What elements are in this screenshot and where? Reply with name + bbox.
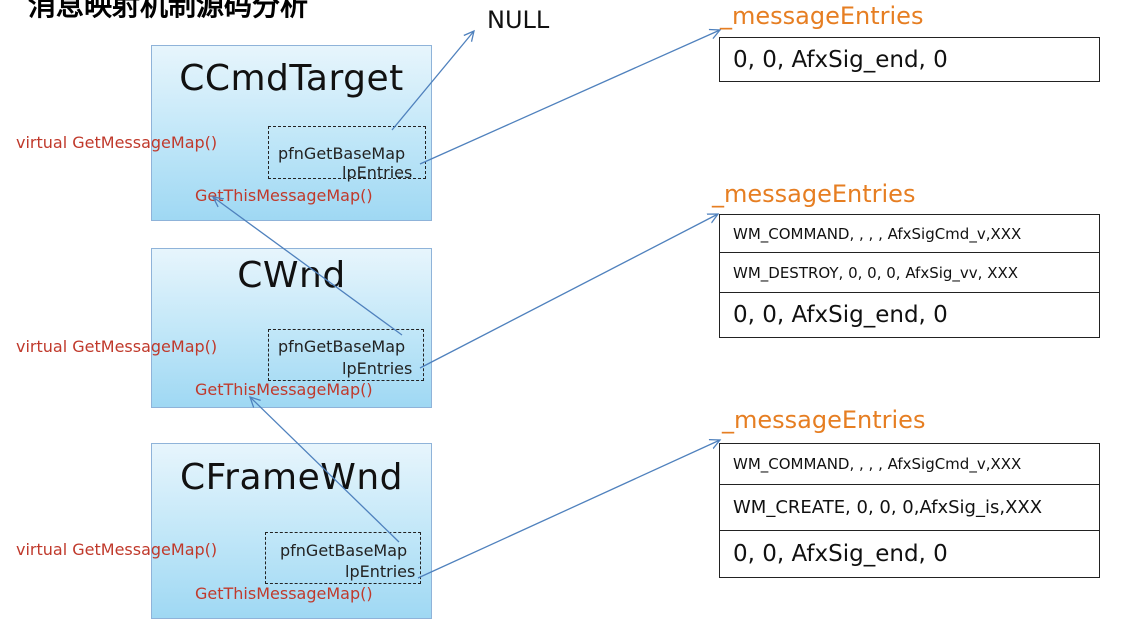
class-name: CFrameWnd [179, 457, 404, 498]
get-this-message-map: GetThisMessageMap() [195, 186, 373, 205]
field-lpentries: lpEntries [342, 359, 413, 378]
field-pfngetbasemap: pfnGetBaseMap [280, 541, 408, 560]
message-entries-table: 0, 0, AfxSig_end, 0 [719, 37, 1100, 82]
table-row: WM_CREATE, 0, 0, 0,AfxSig_is,XXX [720, 485, 1099, 531]
get-this-message-map: GetThisMessageMap() [195, 380, 373, 399]
table-row: WM_DESTROY, 0, 0, 0, AfxSig_vv, XXX [720, 253, 1099, 293]
entries-label: _messageEntries [712, 180, 916, 208]
arrow-cwnd-base [213, 197, 403, 336]
message-entries-table: WM_COMMAND, , , , AfxSigCmd_v,XXX WM_CRE… [719, 443, 1100, 578]
get-this-message-map: GetThisMessageMap() [195, 584, 373, 603]
table-row: 0, 0, AfxSig_end, 0 [733, 46, 948, 73]
table-row: WM_COMMAND, , , , AfxSigCmd_v,XXX [720, 215, 1099, 253]
field-lpentries: lpEntries [342, 163, 413, 182]
arrow-cframewnd-base [250, 397, 400, 543]
struct-dashed-box [268, 329, 424, 381]
table-row: 0, 0, AfxSig_end, 0 [733, 302, 948, 328]
struct-dashed-box [268, 126, 426, 179]
arrow-entries-table-1 [419, 30, 720, 165]
table-row: WM_COMMAND, , , , AfxSigCmd_v,XXX [720, 444, 1099, 485]
table-row: 0, 0, AfxSig_end, 0 [733, 541, 948, 567]
class-box-ccmdtarget: CCmdTarget pfnGetBaseMap lpEntries GetTh… [151, 45, 432, 221]
class-name: CCmdTarget [179, 58, 404, 99]
entries-label: _messageEntries [722, 406, 926, 434]
class-name: CWnd [237, 255, 346, 296]
entries-label: _messageEntries [720, 2, 924, 30]
arrow-entries-table-2 [419, 214, 718, 369]
arrow-entries-table-3 [417, 440, 720, 579]
field-pfngetbasemap: pfnGetBaseMap [278, 337, 406, 356]
virtual-get-message-map: virtual GetMessageMap() [16, 540, 218, 559]
field-lpentries: lpEntries [345, 562, 416, 581]
class-box-cframewnd: CFrameWnd pfnGetBaseMap lpEntries GetThi… [151, 443, 432, 619]
struct-dashed-box [265, 532, 421, 584]
class-box-cwnd: CWnd pfnGetBaseMap lpEntries GetThisMess… [151, 248, 432, 408]
virtual-get-message-map: virtual GetMessageMap() [16, 133, 218, 152]
virtual-get-message-map: virtual GetMessageMap() [16, 337, 218, 356]
message-entries-table: WM_COMMAND, , , , AfxSigCmd_v,XXX WM_DES… [719, 214, 1100, 338]
arrow-base-to-null [391, 31, 474, 131]
null-label: NULL [487, 6, 550, 34]
field-pfngetbasemap: pfnGetBaseMap [278, 144, 406, 163]
page-title: 消息映射机制源码分析 [28, 0, 309, 22]
